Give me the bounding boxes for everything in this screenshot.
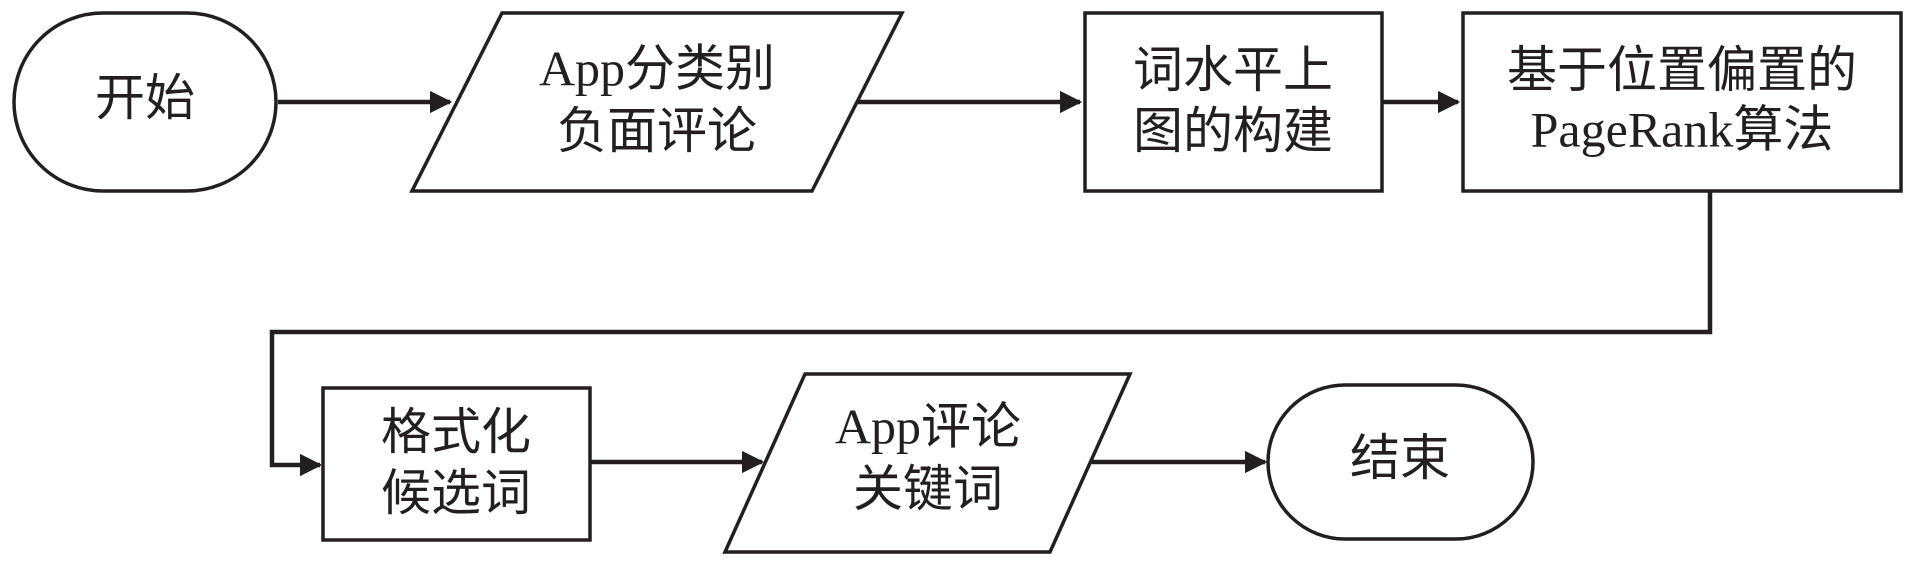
output-keywords-node: App评论 关键词 <box>722 372 1133 554</box>
format-candidates-line1: 格式化 <box>381 403 531 461</box>
input-reviews-line2: 负面评论 <box>557 102 757 160</box>
word-graph-line1: 词水平上 <box>1133 41 1333 99</box>
start-node: 开始 <box>12 11 278 193</box>
input-reviews-line1: App分类别 <box>539 40 775 96</box>
end-label: 结束 <box>1350 429 1450 487</box>
pagerank-line2: PageRank算法 <box>1531 101 1834 157</box>
pagerank-line1: 基于位置偏置的 <box>1507 41 1857 99</box>
format-candidates-line2: 候选词 <box>381 464 531 522</box>
output-keywords-line1: App评论 <box>835 398 1021 454</box>
input-reviews-node: App分类别 负面评论 <box>409 11 905 193</box>
word-graph-line2: 图的构建 <box>1133 102 1333 160</box>
edges <box>269 90 1713 477</box>
start-label: 开始 <box>95 69 195 127</box>
output-keywords-line2: 关键词 <box>853 460 1003 518</box>
format-candidates-node: 格式化 候选词 <box>321 386 592 542</box>
word-graph-node: 词水平上 图的构建 <box>1083 11 1384 193</box>
pagerank-node: 基于位置偏置的 PageRank算法 <box>1461 11 1903 193</box>
end-node: 结束 <box>1266 383 1535 541</box>
edge-pagerank-to-format <box>269 192 1713 477</box>
